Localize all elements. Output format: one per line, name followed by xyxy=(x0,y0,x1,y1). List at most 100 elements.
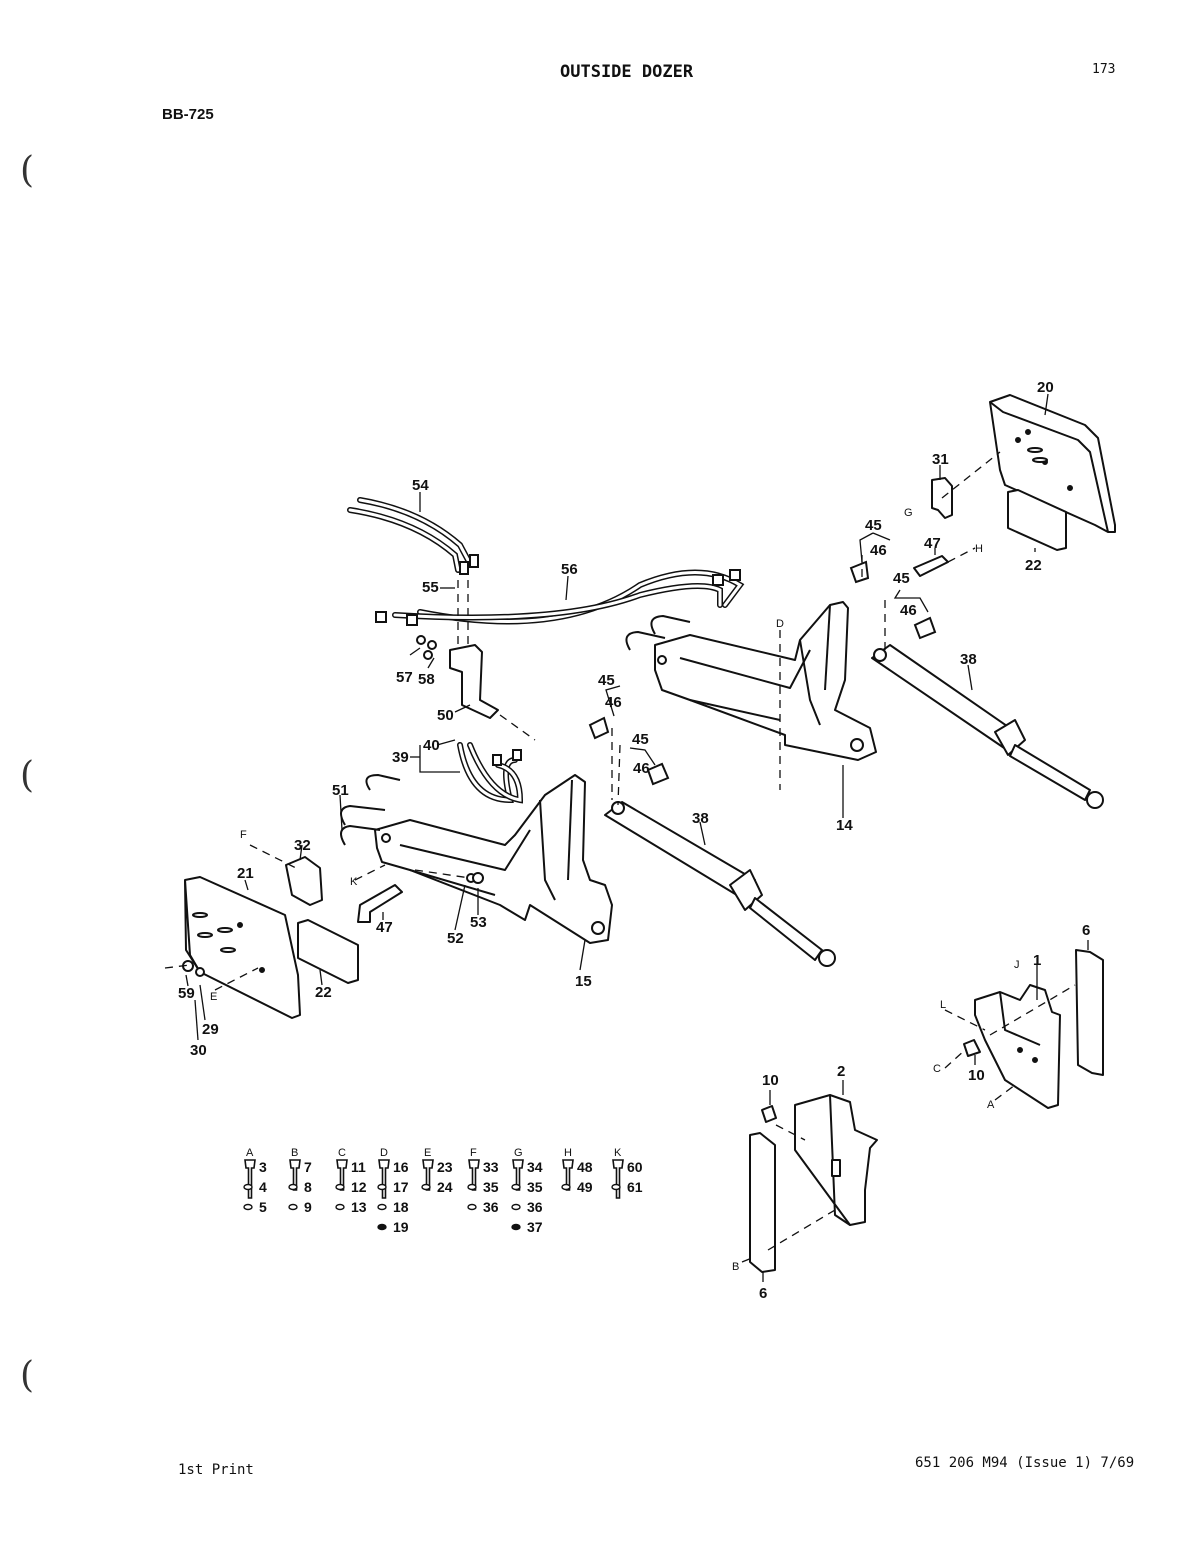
callout-15: 15 xyxy=(575,973,592,990)
washer-icon xyxy=(561,1183,571,1191)
mounting-bracket-2 xyxy=(794,1094,878,1226)
strap-6-right xyxy=(1075,949,1104,1076)
hardware-key-letter: K xyxy=(614,1147,622,1159)
callout-46: 46 xyxy=(605,694,622,711)
hardware-item-number: 24 xyxy=(437,1179,453,1195)
bracket-32 xyxy=(285,856,323,906)
washer-icon xyxy=(467,1183,477,1191)
hardware-item-number: 35 xyxy=(527,1179,543,1195)
callout-40: 40 xyxy=(423,737,440,754)
hardware-key-letter: B xyxy=(291,1147,298,1159)
washer-icon xyxy=(243,1183,253,1191)
hardware-item-number: 18 xyxy=(393,1199,409,1215)
letter-b: B xyxy=(732,1261,739,1273)
washer-icon xyxy=(511,1183,521,1191)
callout-55: 55 xyxy=(422,579,439,596)
callout-32: 32 xyxy=(294,837,311,854)
hardware-item-number: 49 xyxy=(577,1179,593,1195)
hardware-item-number: 19 xyxy=(393,1219,409,1235)
callout-58: 58 xyxy=(418,671,435,688)
callout-45: 45 xyxy=(598,672,615,689)
wear-pad-left xyxy=(297,919,359,984)
callout-21: 21 xyxy=(237,865,254,882)
callout-53: 53 xyxy=(470,914,487,931)
letter-j: J xyxy=(1014,959,1020,971)
callout-57: 57 xyxy=(396,669,413,686)
letter-e: E xyxy=(210,991,217,1003)
callout-45: 45 xyxy=(893,570,910,587)
washer-icon xyxy=(335,1183,345,1191)
hardware-key-letter: E xyxy=(424,1147,431,1159)
callout-numbers: 20 31 22 45 46 47 45 46 38 14 54 56 55 5… xyxy=(178,379,1090,1302)
bolt-icon xyxy=(562,1159,574,1191)
callout-51: 51 xyxy=(332,782,349,799)
callout-46: 46 xyxy=(633,760,650,777)
callout-56: 56 xyxy=(561,561,578,578)
hardware-item-number: 36 xyxy=(483,1199,499,1215)
callout-leaders xyxy=(185,393,1089,1282)
letter-c: C xyxy=(933,1063,941,1075)
hardware-item-number: 4 xyxy=(259,1179,267,1195)
hardware-key-letter: F xyxy=(470,1147,477,1159)
callout-54: 54 xyxy=(412,477,429,494)
hardware-item-number: 61 xyxy=(627,1179,643,1195)
page-title: OUTSIDE DOZER xyxy=(560,62,694,82)
punch-hole-mark: ( xyxy=(20,1355,35,1396)
hardware-item-number: 16 xyxy=(393,1159,409,1175)
callout-14: 14 xyxy=(836,817,853,834)
washer-icon xyxy=(335,1203,345,1211)
callout-29: 29 xyxy=(202,1021,219,1038)
assembly-leaders xyxy=(164,451,1076,1263)
washer-icon xyxy=(611,1183,621,1191)
hardware-item-number: 7 xyxy=(304,1159,312,1175)
callout-1: 1 xyxy=(1033,952,1041,969)
washer-icon xyxy=(377,1183,387,1191)
callout-31: 31 xyxy=(932,451,949,468)
nut-10 xyxy=(963,1039,981,1057)
punch-hole-mark: ( xyxy=(20,150,35,191)
callout-10: 10 xyxy=(968,1067,985,1084)
letter-k: K xyxy=(350,876,358,888)
hardware-key-letter: A xyxy=(246,1147,254,1159)
strap-6-left xyxy=(749,1132,776,1273)
hardware-item-number: 8 xyxy=(304,1179,312,1195)
callout-45: 45 xyxy=(865,517,882,534)
callout-45: 45 xyxy=(632,731,649,748)
callout-59: 59 xyxy=(178,985,195,1002)
hardware-item-number: 36 xyxy=(527,1199,543,1215)
callout-2: 2 xyxy=(837,1063,845,1080)
letter-f: F xyxy=(240,829,247,841)
callout-38: 38 xyxy=(692,810,709,827)
mounting-bracket-1 xyxy=(974,984,1061,1109)
letter-d: D xyxy=(776,618,784,630)
callout-22: 22 xyxy=(315,984,332,1001)
bolt-icon xyxy=(289,1159,301,1191)
hardware-item-number: 37 xyxy=(527,1219,543,1235)
callout-38: 38 xyxy=(960,651,977,668)
callout-47: 47 xyxy=(924,535,941,552)
callout-6: 6 xyxy=(1082,922,1090,939)
callout-30: 30 xyxy=(190,1042,207,1059)
main-frame-right xyxy=(654,601,877,761)
side-plate-right xyxy=(989,394,1116,533)
callout-46: 46 xyxy=(870,542,887,559)
callout-46: 46 xyxy=(900,602,917,619)
hydraulic-cylinder-right xyxy=(871,644,1104,809)
bolt-icon xyxy=(512,1159,524,1191)
bolt-icon xyxy=(244,1159,256,1199)
hardware-item-number: 60 xyxy=(627,1159,643,1175)
bolt-icon xyxy=(378,1159,390,1199)
hardware-item-number: 35 xyxy=(483,1179,499,1195)
bolt-icon xyxy=(336,1159,348,1191)
letter-l: L xyxy=(940,999,946,1011)
letter-g: G xyxy=(904,507,913,519)
hardware-item-number: 11 xyxy=(351,1159,366,1175)
side-plate-left xyxy=(184,876,301,1019)
hardware-item-number: 23 xyxy=(437,1159,453,1175)
callout-10: 10 xyxy=(762,1072,779,1089)
callout-22: 22 xyxy=(1025,557,1042,574)
bolt-icon xyxy=(422,1159,434,1191)
reference-letters: G H D F K E C A J L B xyxy=(210,507,1020,1273)
